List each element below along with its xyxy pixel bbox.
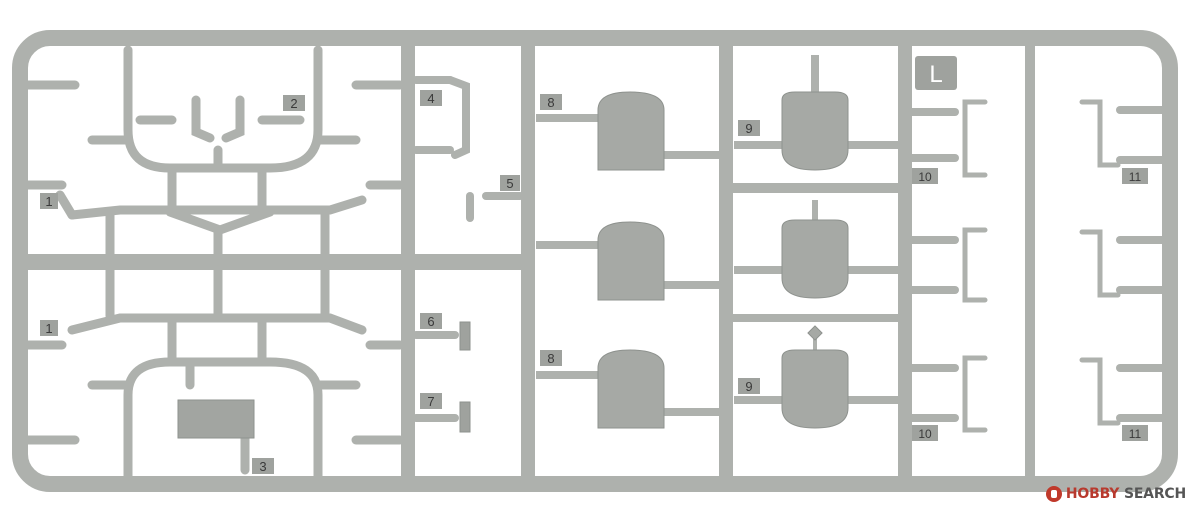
- part-frame-lower: [23, 265, 405, 481]
- sprue-letter: L: [929, 61, 942, 88]
- part-label-1b: 1: [45, 321, 52, 336]
- part-label-11b: 11: [1129, 427, 1142, 441]
- hobbysearch-logo-icon: [1045, 486, 1062, 502]
- part-label-3: 3: [259, 459, 266, 474]
- part-label-7: 7: [427, 394, 434, 409]
- part-label-5: 5: [506, 176, 513, 191]
- part-label-10: 10: [918, 170, 932, 184]
- watermark-part1: HOBBY: [1065, 486, 1120, 502]
- watermark-text: HOBBY SEARCH: [1066, 486, 1186, 502]
- part-number-tags: 1 2 3 4 5 6 7 8 8 9 9 10 10 11 11 1: [40, 90, 1148, 474]
- part-label-4: 4: [427, 91, 434, 106]
- part-11-bracket: [1079, 99, 1166, 426]
- watermark-part2: SEARCH: [1123, 486, 1186, 502]
- part-plate: [177, 399, 255, 439]
- part-7: [459, 401, 471, 433]
- part-10-bracket: [908, 99, 988, 433]
- part-label-9b: 9: [745, 379, 752, 394]
- part-label-1: 1: [45, 194, 52, 209]
- watermark: HOBBY SEARCH: [1045, 483, 1186, 505]
- part-frame-upper: [23, 45, 405, 260]
- sprue-letter-tag: [915, 56, 957, 90]
- part-label-8: 8: [547, 95, 554, 110]
- part-label-6: 6: [427, 314, 434, 329]
- part-label-2: 2: [290, 96, 297, 111]
- small-parts: [412, 76, 524, 422]
- part-9-pad: [734, 55, 898, 429]
- part-6: [459, 321, 471, 351]
- part-label-11: 11: [1129, 170, 1142, 184]
- part-8-seat: [536, 91, 720, 429]
- part-label-8b: 8: [547, 351, 554, 366]
- part-label-9: 9: [745, 121, 752, 136]
- part-label-10b: 10: [918, 427, 932, 441]
